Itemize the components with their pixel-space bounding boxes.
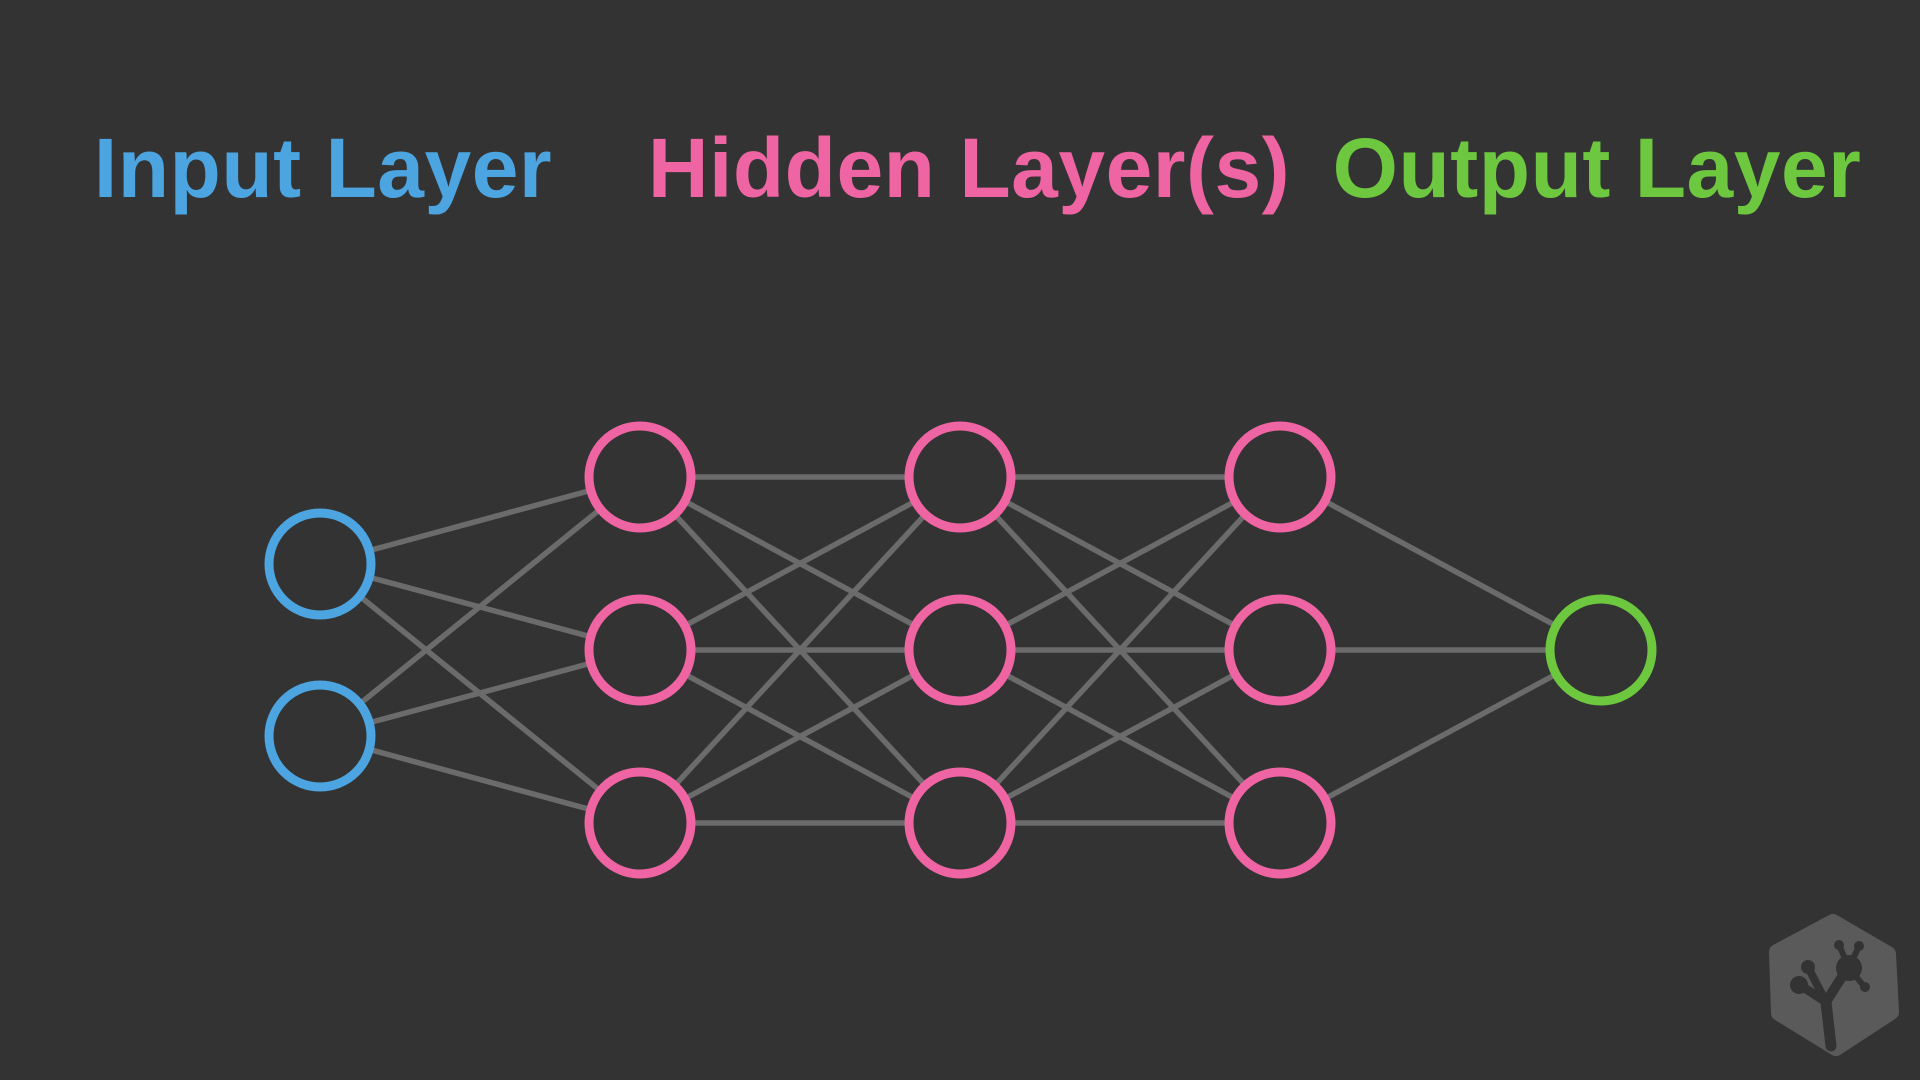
edge-hidden-layer-2-3-to-hidden-layer-3-1	[957, 475, 1283, 825]
hidden-layer-label: Hidden Layer(s)	[647, 121, 1291, 215]
edge-input-layer-2-to-hidden-layer-1-1	[318, 474, 642, 739]
hidden-layer-2-node-3	[904, 767, 1016, 879]
hidden-layer-3-node-2	[1224, 594, 1336, 706]
input-layer-node-1	[264, 508, 376, 620]
hidden-layer-2-node-1	[904, 421, 1016, 533]
output-layer-node-1	[1545, 594, 1657, 706]
input-layer-node-2	[264, 680, 376, 792]
edge-hidden-layer-2-2-to-hidden-layer-3-1	[958, 474, 1282, 653]
edge-hidden-layer-3-1-to-output-layer-1	[1278, 474, 1603, 653]
hidden-layer-3-node-3	[1224, 767, 1336, 879]
output-layer-label: Output Layer	[1332, 121, 1862, 215]
hidden-layer-1-node-2	[584, 594, 696, 706]
edge-hidden-layer-1-2-to-hidden-layer-2-1	[638, 474, 962, 653]
input-layer-label: Input Layer	[93, 121, 553, 215]
hidden-layer-1-node-3	[584, 767, 696, 879]
edge-hidden-layer-1-3-to-hidden-layer-2-2	[638, 647, 962, 826]
edge-hidden-layer-3-3-to-output-layer-1	[1278, 647, 1603, 826]
hidden-layer-3-node-1	[1224, 421, 1336, 533]
tree-branch-dots	[1790, 940, 1870, 994]
edge-hidden-layer-2-3-to-hidden-layer-3-2	[958, 647, 1282, 826]
hidden-layer-2-node-2	[904, 594, 1016, 706]
hidden-layer-1-node-1	[584, 421, 696, 533]
edge-hidden-layer-1-3-to-hidden-layer-2-1	[637, 475, 963, 825]
